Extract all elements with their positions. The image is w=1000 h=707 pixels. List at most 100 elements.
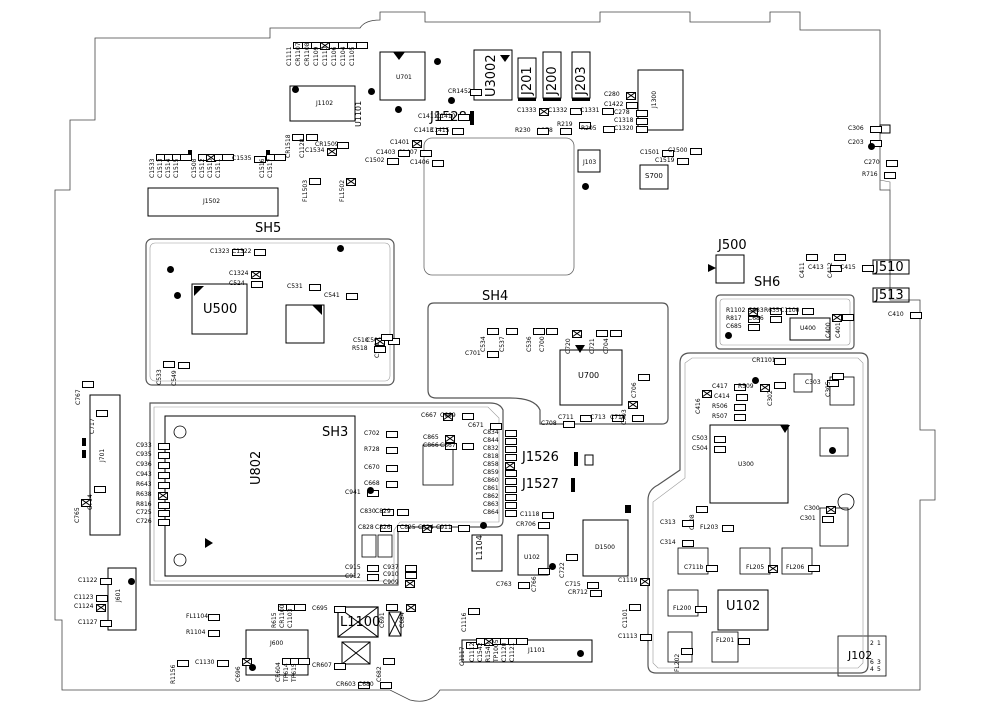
component-pad <box>563 421 575 428</box>
component-label: R230 <box>515 127 531 134</box>
component-pad <box>827 380 839 387</box>
component-label: C915 <box>345 564 361 571</box>
component-label: C700 <box>539 336 546 352</box>
component-label: R638 <box>136 491 152 498</box>
j102-pin-6: 6 <box>870 659 874 666</box>
component-pad <box>760 384 770 392</box>
component-label: R506 <box>712 403 728 410</box>
component-pad <box>306 134 318 141</box>
component-pad <box>832 373 844 380</box>
component-label: C1123 <box>74 594 94 601</box>
component-pad <box>612 415 624 422</box>
component-label: C541 <box>324 292 340 299</box>
component-pad <box>346 178 356 186</box>
component-label: C1120 <box>501 642 508 662</box>
l1100-chip <box>337 606 379 638</box>
component-pad <box>386 431 398 438</box>
component-pad <box>443 413 453 421</box>
component-pad <box>356 42 368 49</box>
component-pad <box>158 443 170 450</box>
pin1-dot <box>174 292 181 299</box>
component-pad <box>405 572 417 579</box>
component-label: C302 <box>767 390 774 406</box>
component-pad <box>375 338 385 346</box>
cpu-shield <box>423 137 575 276</box>
pin1-dot <box>368 88 375 95</box>
component-label: C1501 <box>640 149 660 156</box>
component-pad <box>636 118 648 125</box>
component-label: C1519 <box>655 157 675 164</box>
component-label: C1401 <box>390 139 410 146</box>
component-label: C704 <box>603 338 610 354</box>
component-label: C1508 <box>191 158 198 178</box>
component-label: R509 <box>738 383 754 390</box>
component-label: C1516 <box>259 158 266 178</box>
component-label: C1533 <box>149 158 156 178</box>
sh4-label: SH4 <box>482 289 509 304</box>
pin1-dot <box>549 563 556 570</box>
component-pad <box>254 249 266 256</box>
component-label: C682 <box>376 666 383 682</box>
j102-pin-4: 4 <box>870 666 874 673</box>
j701-chip <box>89 394 121 536</box>
component-label: C832 <box>483 445 499 452</box>
component-label: R1104 <box>186 629 206 636</box>
component-label: FL200 <box>673 605 692 612</box>
component-pad <box>96 604 106 612</box>
component-pad <box>570 108 582 115</box>
component-label: R728 <box>364 446 380 453</box>
component-pad <box>572 330 582 338</box>
component-label: C937 <box>383 564 399 571</box>
component-pad <box>294 604 306 611</box>
component-label: CR712 <box>568 589 588 596</box>
component-pad <box>734 404 746 411</box>
component-label: R1102 <box>726 307 746 314</box>
sh3-label: SH3 <box>322 425 349 440</box>
component-pad <box>383 658 395 665</box>
component-label: C278 <box>614 109 630 116</box>
component-pad <box>626 102 638 109</box>
component-pad <box>690 148 702 155</box>
component-pad <box>468 608 480 615</box>
component-label: C300 <box>804 505 820 512</box>
j1526-label: J1526 <box>522 450 559 465</box>
component-label: C936 <box>136 461 152 468</box>
component-pad <box>440 114 452 121</box>
u1102-label: U102 <box>524 554 540 561</box>
sh5-shield <box>145 238 395 386</box>
component-label: C1515 <box>173 158 180 178</box>
component-label: C1332 <box>548 107 568 114</box>
component-pad <box>734 414 746 421</box>
component-label: C910 <box>383 571 399 578</box>
component-label: C726 <box>136 518 152 525</box>
component-label: C708 <box>541 420 557 427</box>
component-label: C1410 <box>436 113 456 120</box>
j1300-chip <box>637 69 684 131</box>
pin1-dot <box>582 183 589 190</box>
component-pad <box>506 328 518 335</box>
component-label: R219 <box>557 121 573 128</box>
component-label: C400 <box>825 322 832 338</box>
j1300-label: J1300 <box>651 90 658 108</box>
component-label: C1500 <box>668 147 688 154</box>
board-inner-outline <box>806 29 891 195</box>
j510-label: J510 <box>875 260 904 275</box>
component-pad <box>309 284 321 291</box>
component-label: C1535 <box>232 155 252 162</box>
component-pad <box>770 316 782 323</box>
j601-label: J601 <box>115 588 122 602</box>
component-pad <box>822 516 834 523</box>
component-label: C1403 <box>376 149 396 156</box>
component-label: C860 <box>483 477 499 484</box>
component-label: C414 <box>714 393 730 400</box>
component-label: R1156 <box>170 664 177 684</box>
component-pad <box>714 436 726 443</box>
component-pad <box>806 254 818 261</box>
component-label: C1513 <box>157 158 164 178</box>
u500-label: U500 <box>203 302 238 317</box>
component-pad <box>158 482 170 489</box>
component-pad <box>440 525 452 532</box>
component-label: C721 <box>589 338 596 354</box>
component-label: C766 <box>531 576 538 592</box>
j1527-label: J1527 <box>522 477 559 492</box>
